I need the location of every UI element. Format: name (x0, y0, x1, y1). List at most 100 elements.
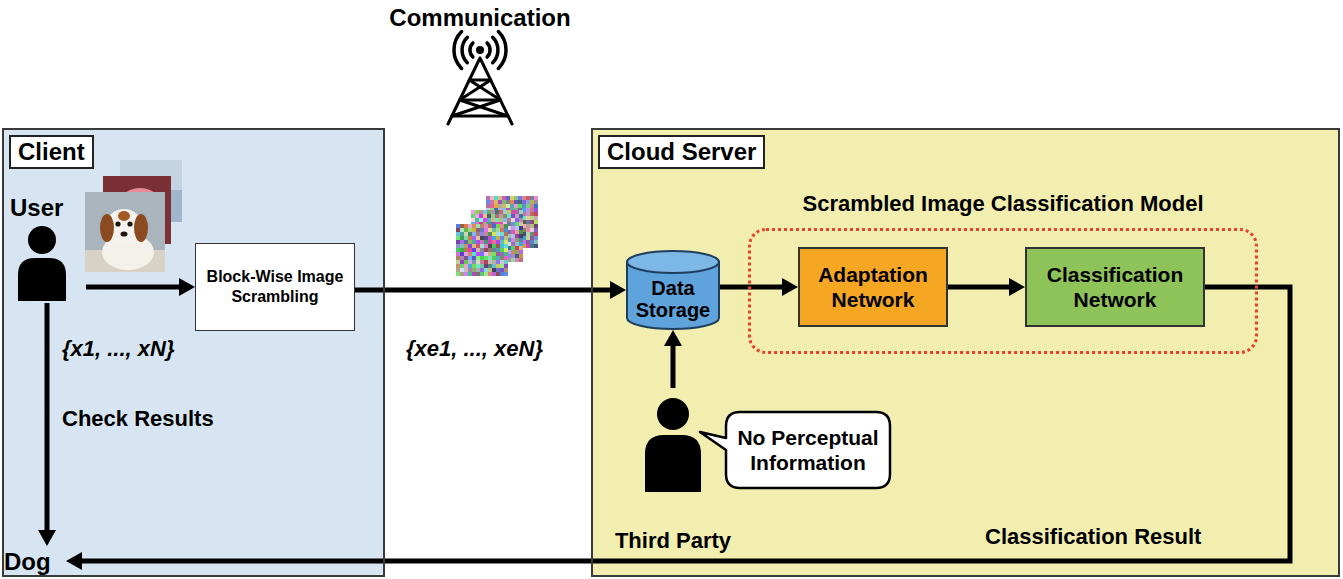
noise-pixel (468, 244, 472, 248)
noise-pixel (480, 248, 484, 252)
noise-pixel (499, 214, 503, 218)
noise-pixel (526, 228, 530, 232)
arrow-line (355, 288, 612, 293)
person-head (657, 398, 689, 430)
input-photos (85, 160, 182, 272)
noise-pixel (464, 260, 468, 264)
noise-pixel (500, 260, 504, 264)
noise-pixel (484, 264, 488, 268)
noise-pixel (526, 208, 530, 212)
noise-pixel (530, 228, 534, 232)
noise-pixel (519, 222, 523, 226)
noise-pixel (492, 244, 496, 248)
noise-pixel (476, 272, 480, 276)
noise-pixel (515, 238, 519, 242)
noise-pixel (511, 246, 515, 250)
noise-pixel (472, 248, 476, 252)
noise-pixel (515, 226, 519, 230)
noise-pixel (472, 244, 476, 248)
noise-pixel (504, 240, 508, 244)
noise-pixel (480, 232, 484, 236)
noise-pixel (472, 232, 476, 236)
node-label: Adaptation Network (800, 262, 946, 312)
noise-pixel (464, 244, 468, 248)
noise-pixel (534, 228, 538, 232)
model-region: Scrambled Image Classification ModelAdap… (748, 228, 1258, 354)
dog-photo (85, 192, 165, 272)
noise-pixel (476, 244, 480, 248)
noise-pixel (534, 196, 538, 200)
noise-pixel (468, 248, 472, 252)
noise-pixel (514, 196, 518, 200)
noise-pixel (519, 246, 523, 250)
noise-pixel (519, 214, 523, 218)
noise-pixel (460, 264, 464, 268)
noise-pixel (514, 204, 518, 208)
network-box: Adaptation Network (798, 247, 948, 327)
noise-pixel (534, 240, 538, 244)
noise-pixel (504, 228, 508, 232)
noise-pixel (495, 218, 499, 222)
flow-arrow (355, 281, 626, 299)
noise-pixel (526, 236, 530, 240)
noise-pixel (511, 234, 515, 238)
noise-pixel (468, 240, 472, 244)
noise-pixel (519, 230, 523, 234)
noise-pixel (488, 236, 492, 240)
noise-pixel (511, 210, 515, 214)
noise-pixel (504, 248, 508, 252)
noise-pixel (515, 222, 519, 226)
noise-pixel (488, 264, 492, 268)
noise-pixel (496, 260, 500, 264)
noise-pixel (504, 224, 508, 228)
noise-pixel (500, 236, 504, 240)
speech-bubble (724, 410, 892, 490)
noise-pixel (464, 264, 468, 268)
noise-pixel (484, 272, 488, 276)
noise-pixel (496, 244, 500, 248)
noise-pixel (515, 258, 519, 262)
node-label: Client (9, 135, 94, 169)
noise-pixel (530, 196, 534, 200)
noise-pixel (476, 236, 480, 240)
noise-pixel (502, 204, 506, 208)
dog-patch (118, 211, 130, 221)
node-label: Classification Network (1027, 262, 1203, 312)
noise-pixel (460, 240, 464, 244)
noise-pixel (476, 252, 480, 256)
noise-pixel (534, 208, 538, 212)
noise-pixel (506, 200, 510, 204)
noise-pixel (510, 200, 514, 204)
noise-pixel (480, 272, 484, 276)
noise-pixel (456, 224, 460, 228)
noise-pixel (530, 220, 534, 224)
noise-pixel (515, 234, 519, 238)
noise-pixel (492, 236, 496, 240)
noise-pixel (500, 264, 504, 268)
noise-pixel (500, 268, 504, 272)
arrow-head (66, 552, 82, 570)
noise-pixel (484, 232, 488, 236)
noise-pixel (500, 224, 504, 228)
user-actor: User (8, 195, 86, 303)
noise-pixel (496, 256, 500, 260)
noise-pixel (500, 256, 504, 260)
network-box: Classification Network (1025, 247, 1205, 327)
noise-pixel (456, 232, 460, 236)
client-panel: ClientUser Block-Wise Image ScramblingDog (2, 128, 385, 577)
noise-pixel (460, 260, 464, 264)
noise-pixel (490, 200, 494, 204)
noise-pixel (456, 244, 460, 248)
noise-pixel (468, 236, 472, 240)
noise-pixel (472, 224, 476, 228)
noise-pixel (511, 242, 515, 246)
noise-pixel (480, 236, 484, 240)
arrow-head (664, 330, 682, 346)
noise-pixel (504, 272, 508, 276)
noise-pixel (530, 204, 534, 208)
process-box: Block-Wise Image Scrambling (195, 243, 355, 331)
noise-pixel (479, 210, 483, 214)
node-label: Dog (4, 549, 51, 575)
noise-pixel (468, 268, 472, 272)
